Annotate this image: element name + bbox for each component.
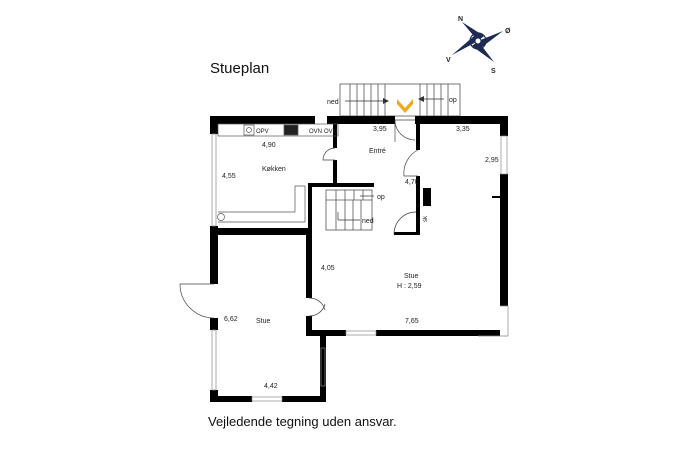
stairs-down-label: ned — [327, 99, 339, 106]
compass-west-label: V — [446, 57, 451, 64]
compass-south-label: S — [491, 68, 496, 75]
right-room-height: 2,95 — [485, 157, 499, 164]
entrance-arrow-icon — [397, 99, 413, 113]
disclaimer-footer: Vejledende tegning uden ansvar. — [208, 414, 397, 429]
living-left-name: Stue — [256, 318, 271, 325]
living-main-ceiling-height: H : 2,59 — [397, 283, 422, 290]
kitchen-name: Køkken — [262, 166, 286, 173]
kitchen-counters — [217, 123, 339, 223]
kitchen-height: 4,55 — [222, 173, 236, 180]
entre-height: 4,70 — [405, 179, 419, 186]
doors — [179, 119, 419, 319]
entrance-stairs — [339, 83, 461, 117]
internal-stairs-down-label: ned — [362, 218, 374, 225]
living-left-height: 6,62 — [224, 316, 238, 323]
living-main-width: 7,65 — [405, 318, 419, 325]
ovn-label-1: OVN — [309, 129, 322, 135]
compass-east-label: Ø — [505, 28, 511, 35]
living-main-name: Stue — [404, 273, 419, 280]
stairs-up-label: op — [449, 97, 457, 104]
sk-label: sk — [423, 215, 429, 222]
opv-label: OPV — [256, 129, 269, 135]
entre-width: 3,95 — [373, 126, 387, 133]
ovn-label-2: OVN — [324, 129, 337, 135]
compass-rose-icon: N S V Ø — [446, 16, 511, 75]
internal-stairs-up-label: op — [377, 194, 385, 201]
living-left-width: 4,42 — [264, 383, 278, 390]
kitchen-width: 4,90 — [262, 142, 276, 149]
internal-stairs — [325, 189, 373, 231]
entre-name: Entré — [369, 148, 386, 155]
living-main-height: 4,05 — [321, 265, 335, 272]
compass-north-label: N — [458, 16, 463, 23]
windows — [211, 133, 509, 402]
walls — [210, 116, 508, 402]
right-room-width: 3,35 — [456, 126, 470, 133]
plan-title: Stueplan — [210, 60, 270, 77]
